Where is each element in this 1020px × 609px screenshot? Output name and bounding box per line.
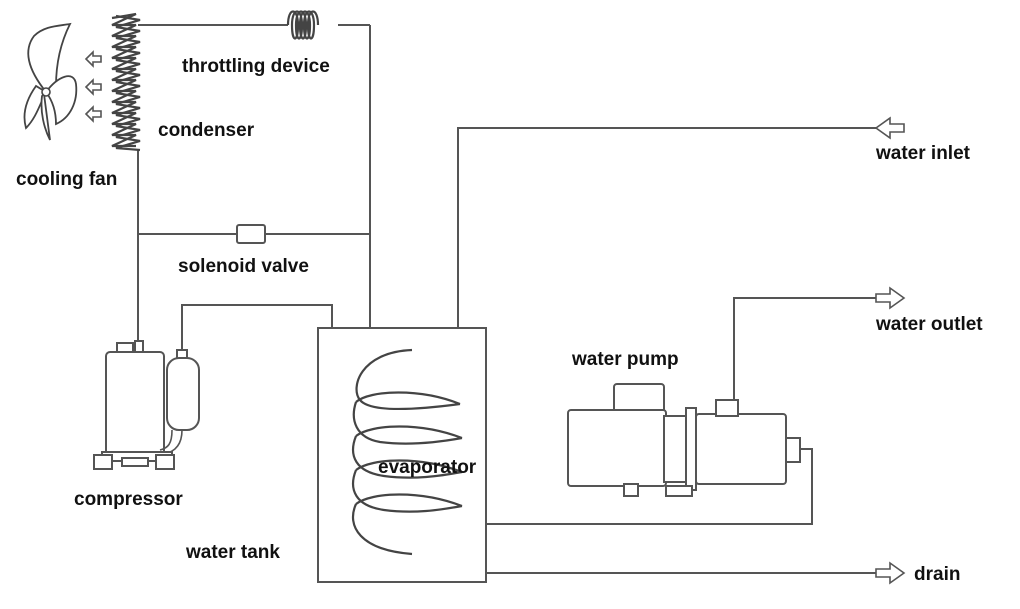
compressor-icon — [93, 340, 200, 470]
water-inlet-label: water inlet — [875, 143, 971, 164]
labels: throttling device condenser cooling fan … — [16, 56, 983, 585]
evaporator-label: evaporator — [378, 457, 477, 478]
throttling-device — [286, 10, 320, 40]
condenser-coil — [111, 12, 141, 152]
compressor-label: compressor — [74, 489, 183, 510]
throttling-device-label: throttling device — [182, 56, 330, 77]
water-piping — [457, 127, 878, 574]
water-outlet-label: water outlet — [875, 314, 983, 335]
water-tank-label: water tank — [185, 542, 280, 563]
solenoid-valve-label: solenoid valve — [178, 256, 309, 277]
water-arrows — [874, 116, 906, 585]
airflow-arrows — [84, 50, 102, 123]
condenser-label: condenser — [158, 120, 255, 141]
cooling-fan-icon — [23, 22, 78, 141]
solenoid-valve-body — [236, 224, 266, 244]
cooling-fan-label: cooling fan — [16, 169, 117, 190]
refrigerant-piping — [137, 24, 371, 352]
drain-label: drain — [914, 564, 960, 585]
evaporator-coil — [351, 348, 463, 556]
water-tank-body — [317, 327, 487, 583]
water-pump-label: water pump — [571, 349, 679, 370]
water-pump-icon — [567, 383, 801, 497]
